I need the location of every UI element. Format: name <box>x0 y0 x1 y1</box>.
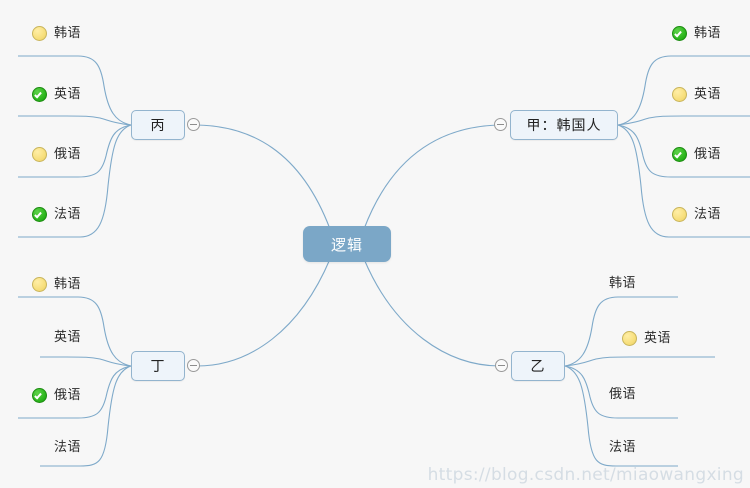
root-node-label: 逻辑 <box>330 235 363 254</box>
branch-node-yi-label: 乙 <box>530 359 546 375</box>
green-check-icon <box>32 207 47 222</box>
branch-node-ding[interactable]: 丁 <box>131 351 185 381</box>
leaf-item-ding-2[interactable]: 俄语 <box>32 388 81 403</box>
leaf-label: 俄语 <box>54 388 82 403</box>
branch-node-bing-label: 丙 <box>150 118 166 134</box>
collapse-toggle-jia[interactable] <box>494 118 507 131</box>
green-check-icon <box>672 26 687 41</box>
branch-node-ding-label: 丁 <box>150 359 166 375</box>
leaf-label: 法语 <box>609 440 637 455</box>
leaf-label: 韩语 <box>54 277 82 292</box>
leaf-item-yi-0[interactable]: 韩语 <box>609 277 636 290</box>
link-root-ding <box>196 258 331 367</box>
leaf-label: 俄语 <box>694 147 722 162</box>
yellow-circle-icon <box>672 207 687 222</box>
collapse-toggle-bing[interactable] <box>187 118 200 131</box>
leaf-item-jia-2[interactable]: 俄语 <box>672 147 721 162</box>
leaf-item-ding-1[interactable]: 英语 <box>54 331 81 344</box>
leaf-item-bing-0[interactable]: 韩语 <box>32 26 81 41</box>
yellow-circle-icon <box>672 87 687 102</box>
branch-node-bing[interactable]: 丙 <box>131 110 185 140</box>
yellow-circle-icon <box>622 331 637 346</box>
link-bing-child-1 <box>18 115 132 126</box>
link-yi-child-1 <box>564 356 715 367</box>
leaf-label: 英语 <box>694 87 722 102</box>
leaf-item-jia-1[interactable]: 英语 <box>672 87 721 102</box>
branch-node-jia[interactable]: 甲：韩国人 <box>510 110 618 140</box>
root-node[interactable]: 逻辑 <box>303 226 391 262</box>
leaf-item-ding-3[interactable]: 法语 <box>54 441 81 454</box>
leaf-item-ding-0[interactable]: 韩语 <box>32 277 81 292</box>
green-check-icon <box>672 147 687 162</box>
yellow-circle-icon <box>32 147 47 162</box>
link-root-jia <box>363 124 501 230</box>
yellow-circle-icon <box>32 277 47 292</box>
link-ding-child-1 <box>40 356 132 367</box>
leaf-label: 俄语 <box>609 387 637 402</box>
leaf-label: 英语 <box>54 330 82 345</box>
leaf-item-jia-0[interactable]: 韩语 <box>672 26 721 41</box>
leaf-label: 法语 <box>694 207 722 222</box>
green-check-icon <box>32 87 47 102</box>
leaf-label: 韩语 <box>694 26 722 41</box>
link-jia-child-1 <box>617 115 750 126</box>
leaf-item-bing-2[interactable]: 俄语 <box>32 147 81 162</box>
leaf-item-jia-3[interactable]: 法语 <box>672 207 721 222</box>
watermark-text: https://blog.csdn.net/miaowangxing <box>427 465 744 485</box>
green-check-icon <box>32 388 47 403</box>
leaf-label: 韩语 <box>54 26 82 41</box>
leaf-label: 法语 <box>54 440 82 455</box>
link-root-bing <box>196 124 331 230</box>
leaf-item-yi-1[interactable]: 英语 <box>622 331 671 346</box>
collapse-toggle-ding[interactable] <box>187 359 200 372</box>
leaf-item-bing-1[interactable]: 英语 <box>32 87 81 102</box>
branch-node-jia-label: 甲：韩国人 <box>526 118 602 134</box>
leaf-item-yi-2[interactable]: 俄语 <box>609 388 636 401</box>
leaf-label: 法语 <box>54 207 82 222</box>
leaf-label: 英语 <box>54 87 82 102</box>
branch-node-yi[interactable]: 乙 <box>511 351 565 381</box>
yellow-circle-icon <box>32 26 47 41</box>
leaf-label: 俄语 <box>54 147 82 162</box>
leaf-label: 英语 <box>644 331 672 346</box>
leaf-item-yi-3[interactable]: 法语 <box>609 441 636 454</box>
link-root-yi <box>363 258 501 367</box>
leaf-label: 韩语 <box>609 276 637 291</box>
collapse-toggle-yi[interactable] <box>495 359 508 372</box>
leaf-item-bing-3[interactable]: 法语 <box>32 207 81 222</box>
